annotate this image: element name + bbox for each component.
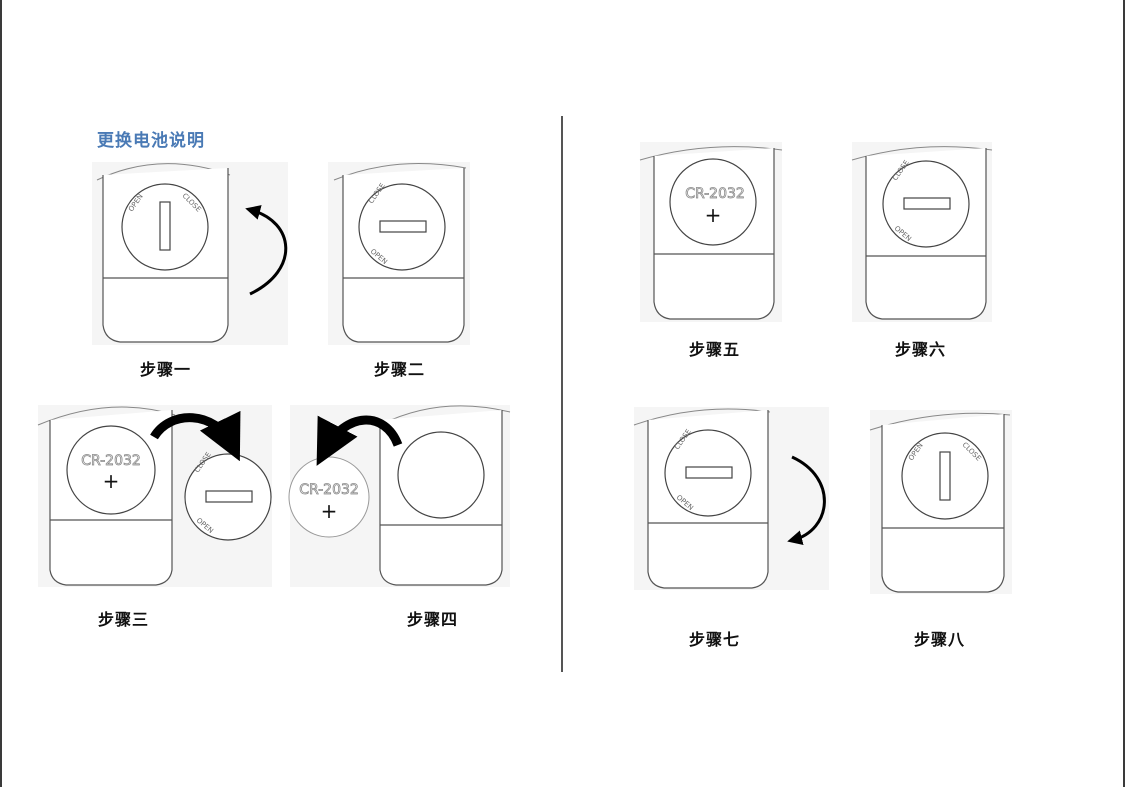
step-1-caption: 步骤一 bbox=[140, 360, 192, 379]
removed-cover: CLOSE OPEN bbox=[184, 451, 272, 541]
svg-text:+: + bbox=[103, 469, 120, 493]
step-7-illustration: CLOSE OPEN bbox=[633, 407, 829, 590]
step-6-illustration: CLOSE OPEN bbox=[851, 142, 993, 322]
svg-text:+: + bbox=[321, 499, 338, 523]
step-7-caption: 步骤七 bbox=[689, 630, 741, 649]
svg-text:CR-2032: CR-2032 bbox=[685, 186, 745, 202]
center-divider bbox=[561, 116, 563, 672]
step-5-illustration: CR-2032 + bbox=[639, 142, 783, 322]
step-3-illustration: CR-2032 + CLOSE OPEN bbox=[37, 405, 272, 587]
step-4-caption: 步骤四 bbox=[407, 610, 459, 629]
battery-cover-closed: CLOSE OPEN bbox=[664, 428, 752, 517]
battery-cover-open: OPEN CLOSE bbox=[901, 432, 989, 520]
rotate-arrow-icon bbox=[787, 455, 826, 546]
flip-arrow-icon bbox=[316, 415, 403, 466]
battery-cr2032-installed: CR-2032 + bbox=[669, 158, 757, 246]
step-6-caption: 步骤六 bbox=[895, 340, 947, 359]
page-border-right bbox=[1123, 0, 1125, 787]
empty-battery-slot bbox=[397, 431, 485, 519]
rotate-arrow-icon bbox=[245, 205, 288, 296]
step-8-illustration: OPEN CLOSE bbox=[869, 410, 1012, 594]
flip-arrow-icon bbox=[150, 410, 241, 462]
battery-cr2032: CR-2032 + bbox=[66, 425, 156, 515]
step-8-caption: 步骤八 bbox=[914, 630, 966, 649]
page-title: 更换电池说明 bbox=[97, 131, 205, 151]
page-border-left bbox=[0, 0, 2, 787]
step-2-caption: 步骤二 bbox=[374, 360, 426, 379]
battery-cover-open: OPEN CLOSE bbox=[121, 183, 209, 271]
step-1-illustration: OPEN CLOSE bbox=[92, 162, 288, 345]
battery-cover-closed: CLOSE OPEN bbox=[882, 159, 970, 248]
svg-text:+: + bbox=[705, 203, 722, 227]
svg-text:CR-2032: CR-2032 bbox=[81, 453, 141, 469]
battery-cr2032-out: CR-2032 + bbox=[288, 456, 370, 538]
step-5-caption: 步骤五 bbox=[689, 340, 741, 359]
svg-text:CR-2032: CR-2032 bbox=[299, 482, 359, 498]
step-4-illustration: CR-2032 + bbox=[288, 405, 511, 587]
step-3-caption: 步骤三 bbox=[98, 610, 150, 629]
step-2-illustration: CLOSE OPEN bbox=[328, 162, 470, 345]
